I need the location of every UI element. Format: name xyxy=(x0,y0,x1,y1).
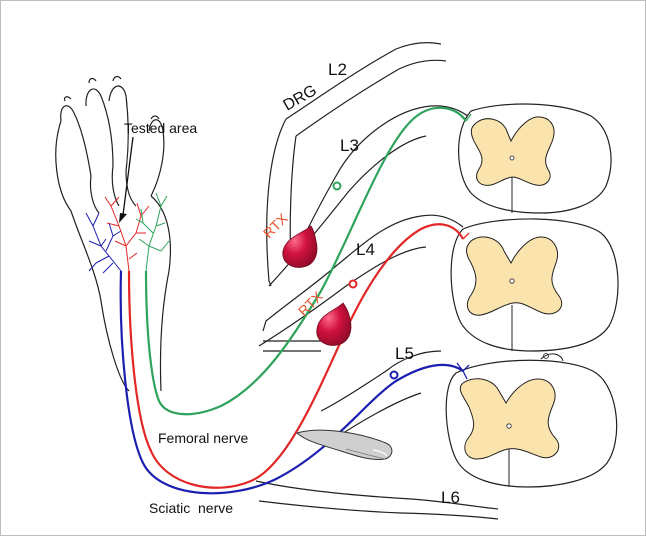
green-drg-cell xyxy=(334,183,341,190)
blue-drg-cell xyxy=(391,372,398,379)
label-rtx-lower: RTX xyxy=(295,288,326,319)
label-l3: L3 xyxy=(340,136,359,155)
blue-fiber xyxy=(121,271,463,493)
label-sciatic-nerve: Sciatic nerve xyxy=(149,500,233,516)
label-tested-area: Tested area xyxy=(124,120,197,136)
label-rtx-upper: RTX xyxy=(260,210,291,241)
label-femoral-nerve: Femoral nerve xyxy=(158,430,248,446)
spinal-cord-section-l4 xyxy=(451,219,618,351)
spinal-cord-section-l5 xyxy=(446,354,616,488)
scalpel-icon xyxy=(297,430,392,459)
label-l2: L2 xyxy=(328,60,347,79)
label-l5: L5 xyxy=(395,344,414,363)
rtx-drop-upper xyxy=(283,226,317,267)
label-l4: L4 xyxy=(356,240,375,259)
rtx-drop-lower xyxy=(317,303,351,345)
label-l6: L6 xyxy=(441,488,460,507)
spinal-cord-section-l3 xyxy=(459,104,611,213)
red-drg-cell xyxy=(350,281,357,288)
green-fiber-branches xyxy=(136,193,169,271)
